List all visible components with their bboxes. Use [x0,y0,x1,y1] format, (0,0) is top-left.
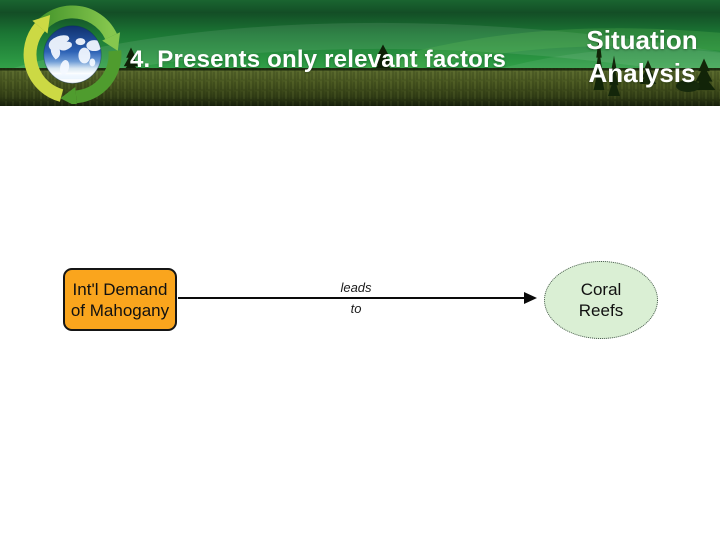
corner-title-line1: Situation [586,25,698,55]
horizon-line [0,68,720,71]
effect-ellipse: Coral Reefs [544,261,658,339]
connector-label-leads: leads [340,280,372,295]
connector-arrowhead-icon [524,292,537,304]
cause-box-line1: Int'l Demand [72,279,168,299]
recycle-arrows-icon [23,5,122,104]
effect-ellipse-line1: Coral [580,280,622,299]
slide-title: 4. Presents only relevant factors [130,46,507,73]
connector-label-to: to [350,301,362,316]
cause-box-line2: of Mahogany [70,300,170,320]
corner-title: Situation Analysis [574,24,710,90]
corner-title-line2: Analysis [588,58,696,88]
effect-ellipse-line2: Reefs [578,301,624,320]
foreground-trees [593,36,716,96]
connector-line [178,297,525,299]
recycle-globe-logo [23,5,122,104]
globe-icon [43,25,102,84]
cause-box: Int'l Demand of Mahogany [63,268,177,331]
header-banner: 4. Presents only relevant factors Situat… [0,0,720,106]
header-landscape-art [0,22,720,106]
